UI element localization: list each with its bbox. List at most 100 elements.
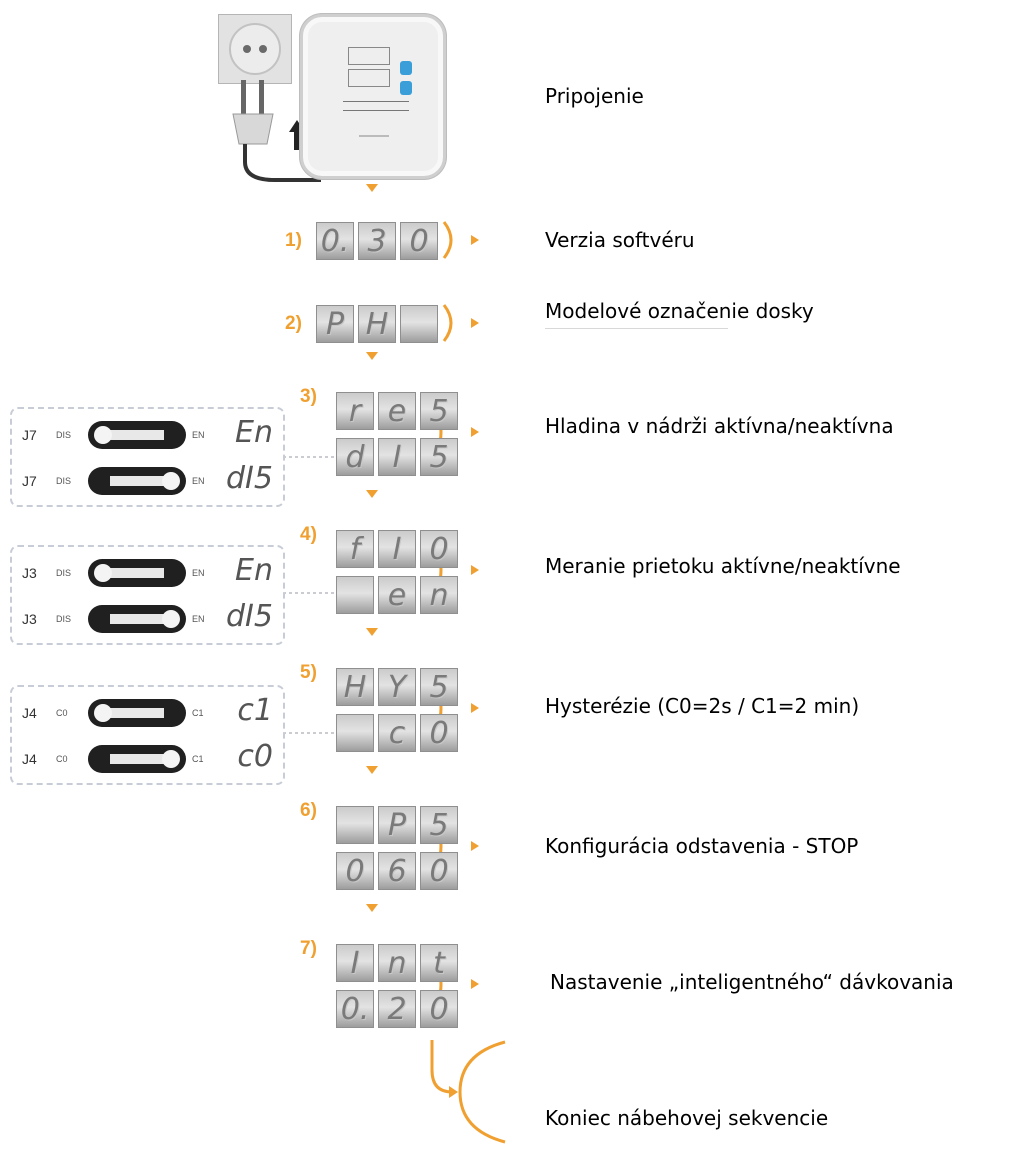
jumper-row-c1: J4 C0 C1 c1	[12, 693, 283, 731]
digit: 0	[420, 852, 458, 890]
digit: 0	[420, 530, 458, 568]
step-6-display-b: 0 6 0	[336, 852, 458, 890]
jumper-name: J4	[22, 751, 37, 767]
jumper-right-label: EN	[192, 568, 205, 578]
jumper-value: dI5	[226, 599, 273, 634]
wall-socket	[218, 14, 292, 84]
step-2-display: P H	[316, 305, 438, 343]
jumper-switch	[88, 559, 186, 587]
step-3-display-a: r e 5	[336, 392, 458, 430]
step-2-number: 2)	[285, 313, 302, 334]
jumper-name: J3	[22, 565, 37, 581]
step-3-display-b: d I 5	[336, 438, 458, 476]
step-5-display-b: c 0	[336, 714, 458, 752]
jumper-value: dI5	[226, 461, 273, 496]
jumper-switch	[88, 421, 186, 449]
digit: 6	[378, 852, 416, 890]
step-6-display-a: P 5	[336, 806, 458, 844]
digit: H	[358, 305, 396, 343]
digit: e	[378, 392, 416, 430]
jumper-row-disabled: J3 DIS EN dI5	[12, 599, 283, 637]
digit: 2	[378, 990, 416, 1028]
jumper-value: En	[235, 553, 273, 588]
digit: c	[378, 714, 416, 752]
digit: I	[378, 438, 416, 476]
step-7-number: 7)	[300, 938, 317, 959]
digit: I	[378, 530, 416, 568]
divider	[545, 328, 728, 329]
digit	[400, 305, 438, 343]
jumper-left-label: DIS	[56, 476, 72, 486]
jumper-row-disabled: J7 DIS EN dI5	[12, 461, 283, 499]
label-connection: Pripojenie	[545, 84, 644, 108]
digit: 5	[420, 392, 458, 430]
step-1-number: 1)	[285, 230, 302, 251]
jumper-box-j7: J7 DIS EN En J7 DIS EN dI5	[10, 407, 285, 507]
digit: 5	[420, 438, 458, 476]
label-step-7: Nastavenie „inteligentného“ dávkovania	[550, 970, 954, 994]
label-step-4: Meranie prietoku aktívne/neaktívne	[545, 554, 901, 578]
digit: H	[336, 668, 374, 706]
digit: 0	[400, 222, 438, 260]
step-7-display-b: 0. 2 0	[336, 990, 458, 1028]
step-6-number: 6)	[300, 800, 317, 821]
jumper-value: En	[235, 415, 273, 450]
digit	[336, 714, 374, 752]
jumper-name: J4	[22, 705, 37, 721]
digit: t	[420, 944, 458, 982]
digit	[336, 806, 374, 844]
jumper-value: c1	[237, 693, 273, 728]
jumper-right-label: EN	[192, 430, 205, 440]
digit: I	[336, 944, 374, 982]
step-1-display: 0. 3 0	[316, 222, 438, 260]
digit: 5	[420, 806, 458, 844]
label-end: Koniec nábehovej sekvencie	[545, 1106, 829, 1130]
label-step-6: Konfigurácia odstavenia - STOP	[545, 834, 859, 858]
step-3-number: 3)	[300, 386, 317, 407]
jumper-left-label: DIS	[56, 430, 72, 440]
jumper-row-enabled: J7 DIS EN En	[12, 415, 283, 453]
plug-and-cable	[232, 80, 321, 182]
digit: 3	[358, 222, 396, 260]
digit: d	[336, 438, 374, 476]
jumper-box-j3: J3 DIS EN En J3 DIS EN dI5	[10, 545, 285, 645]
jumper-row-c0: J4 C0 C1 c0	[12, 739, 283, 777]
step-7-display-a: I n t	[336, 944, 458, 982]
jumper-box-j4: J4 C0 C1 c1 J4 C0 C1 c0	[10, 685, 285, 785]
digit: e	[378, 576, 416, 614]
jumper-right-label: EN	[192, 614, 205, 624]
digit: n	[420, 576, 458, 614]
digit: 0	[336, 852, 374, 890]
digit: Y	[378, 668, 416, 706]
step-5-display-a: H Y 5	[336, 668, 458, 706]
step-4-display-a: f I 0	[336, 530, 458, 568]
jumper-name: J7	[22, 473, 37, 489]
step-5-number: 5)	[300, 662, 317, 683]
digit: n	[378, 944, 416, 982]
jumper-row-enabled: J3 DIS EN En	[12, 553, 283, 591]
label-step-3: Hladina v nádrži aktívna/neaktívna	[545, 414, 894, 438]
digit: r	[336, 392, 374, 430]
jumper-right-label: C1	[192, 754, 204, 764]
jumper-name: J3	[22, 611, 37, 627]
step-4-display-b: e n	[336, 576, 458, 614]
digit: 0	[420, 990, 458, 1028]
jumper-name: J7	[22, 427, 37, 443]
jumper-left-label: C0	[56, 708, 68, 718]
jumper-left-label: DIS	[56, 614, 72, 624]
jumper-left-label: C0	[56, 754, 68, 764]
jumper-switch	[88, 745, 186, 773]
digit: P	[316, 305, 354, 343]
label-step-5: Hysterézie (C0=2s / C1=2 min)	[545, 694, 860, 718]
jumper-right-label: C1	[192, 708, 204, 718]
jumper-left-label: DIS	[56, 568, 72, 578]
digit: 0	[420, 714, 458, 752]
digit: 5	[420, 668, 458, 706]
digit: P	[378, 806, 416, 844]
digit: 0.	[316, 222, 354, 260]
digit	[336, 576, 374, 614]
controller-device	[300, 14, 446, 179]
digit: f	[336, 530, 374, 568]
jumper-switch	[88, 699, 186, 727]
label-step-2: Modelové označenie dosky	[545, 299, 814, 323]
